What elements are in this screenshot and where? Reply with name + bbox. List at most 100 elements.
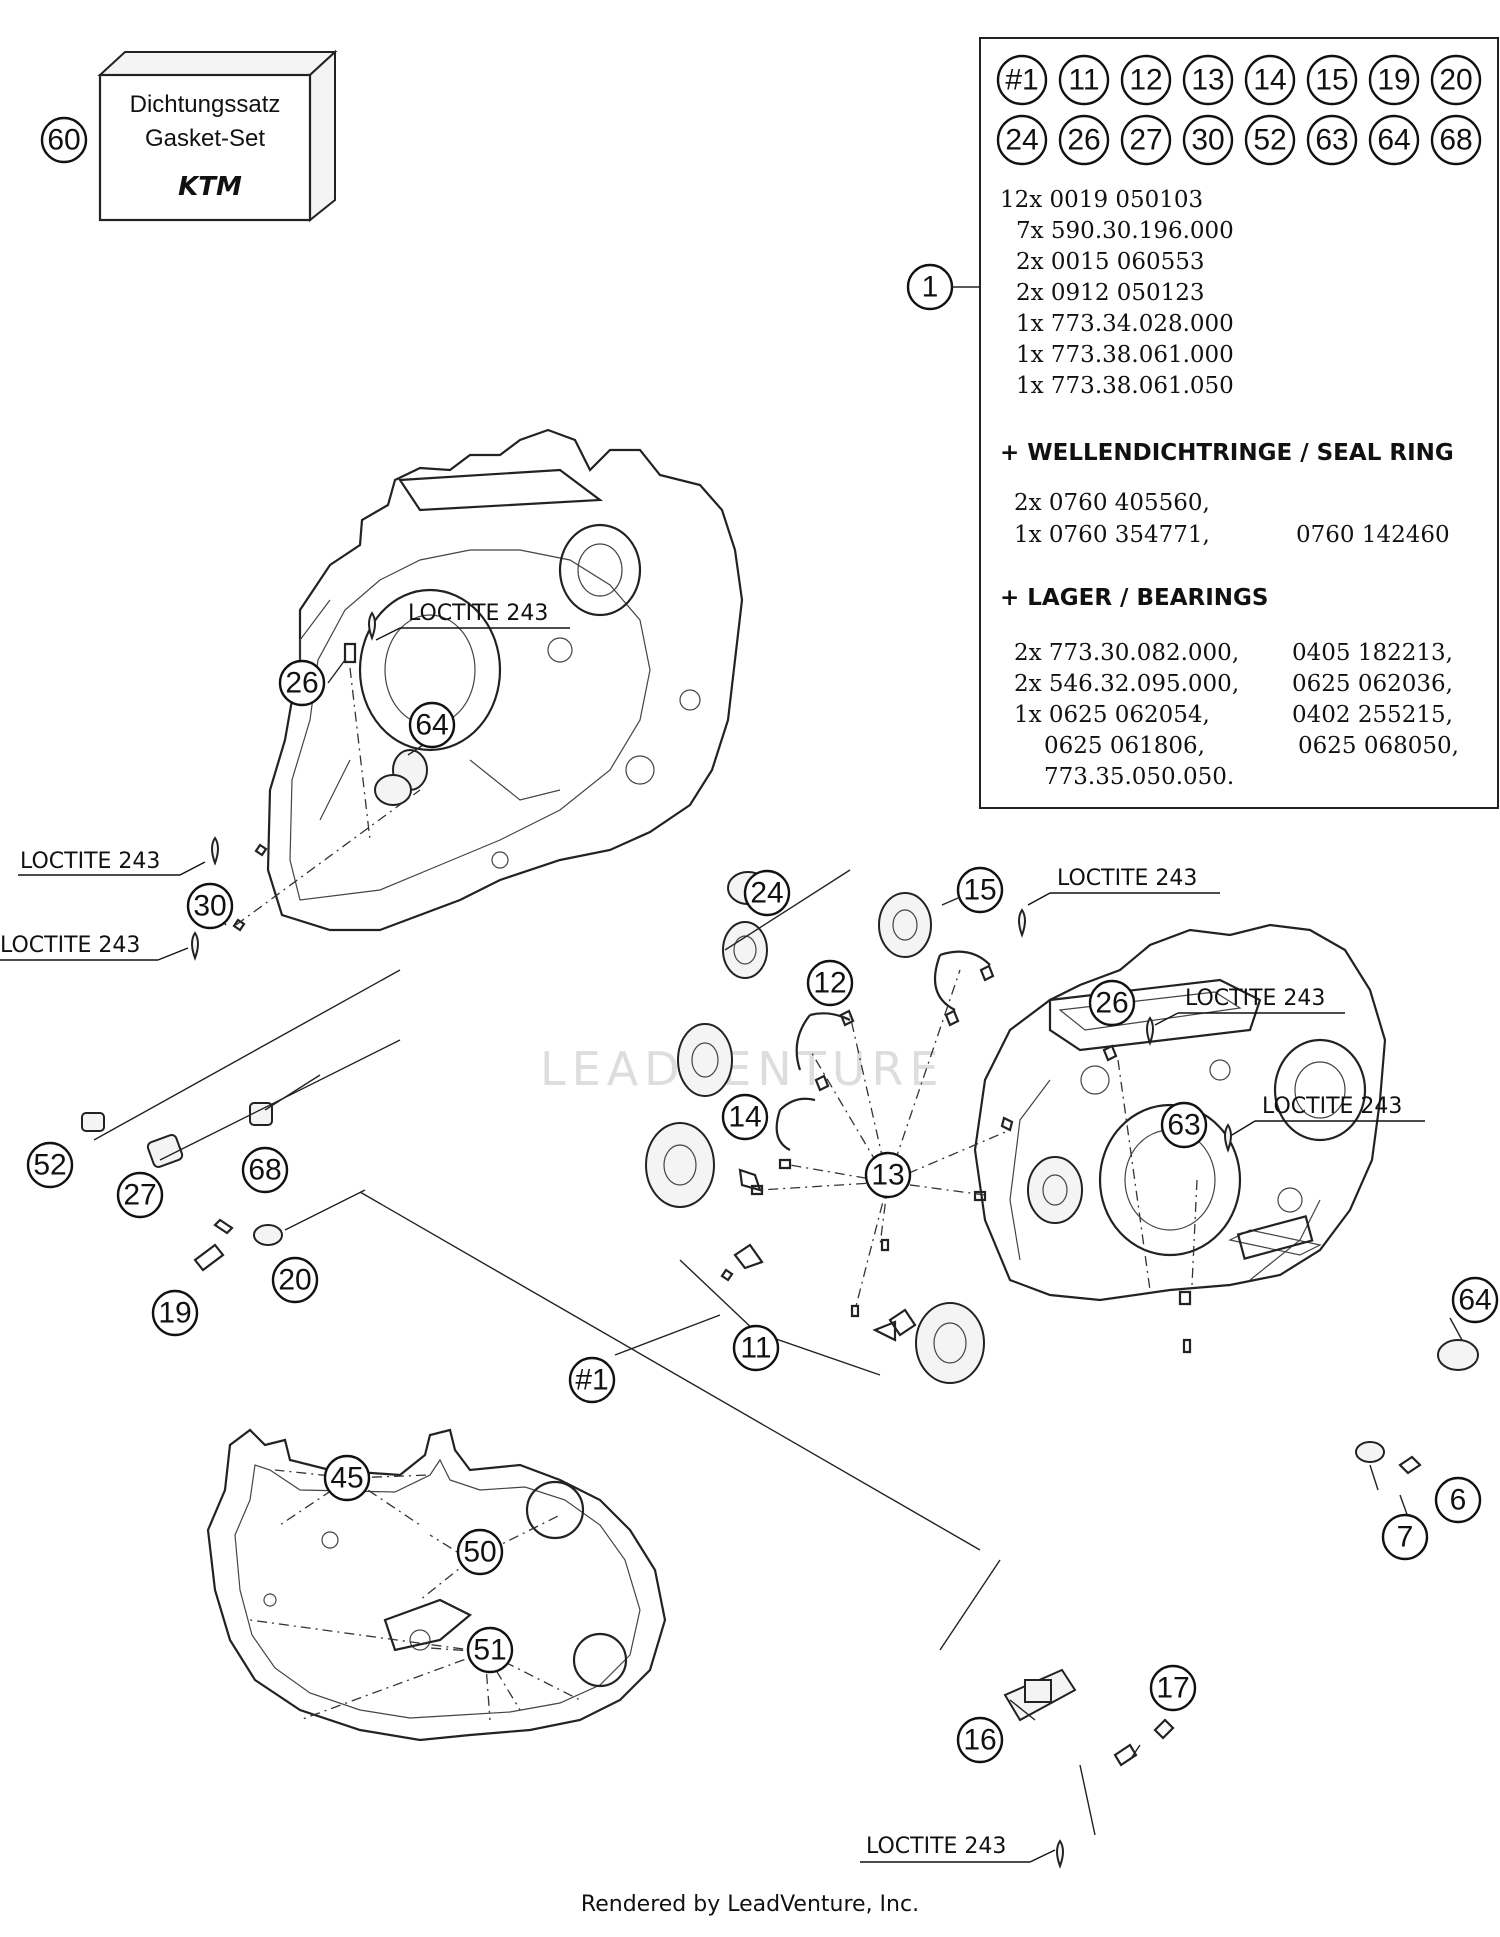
callout-24[interactable]: 24: [743, 869, 791, 917]
svg-text:20: 20: [278, 1264, 311, 1297]
kit-part-line: 7x 590.30.196.000: [1016, 218, 1234, 244]
callout-64[interactable]: 64: [1451, 1276, 1499, 1324]
kit-ref-label: 68: [1439, 124, 1472, 157]
svg-text:64: 64: [415, 709, 448, 742]
seal-ring-line: 0760 142460: [1296, 522, 1450, 548]
kit-ref-circles: #1 11 12 13 14 15 19 20 24 26 27 30 52 63 64 68: [996, 54, 1482, 166]
kit-ref-circle[interactable]: 63: [1306, 114, 1358, 166]
kit-parts-box: [979, 37, 1499, 809]
callout-7[interactable]: 7: [1381, 1513, 1429, 1561]
callout-52[interactable]: 52: [26, 1141, 74, 1189]
kit-ref-label: 20: [1439, 64, 1472, 97]
kit-part-list: 12x 0019 050103 7x 590.30.196.000 2x 001…: [1000, 187, 1459, 790]
kit-ref-label: 14: [1253, 64, 1286, 97]
kit-ref-circle[interactable]: 30: [1182, 114, 1234, 166]
kit-ref-label: 26: [1067, 124, 1100, 157]
callout-50[interactable]: 50: [456, 1528, 504, 1576]
loctite-label: LOCTITE 243: [866, 1834, 1006, 1859]
svg-text:#1: #1: [575, 1364, 608, 1397]
bearing-line: 0405 182213,: [1292, 640, 1453, 666]
footer-credit: Rendered by LeadVenture, Inc.: [580, 1892, 920, 1917]
kit-ref-label: 64: [1377, 124, 1410, 157]
bearing-line: 773.35.050.050.: [1044, 764, 1234, 790]
loctite-label: LOCTITE 243: [1057, 866, 1197, 891]
callout-68[interactable]: 68: [241, 1146, 289, 1194]
svg-text:6: 6: [1450, 1484, 1467, 1517]
callout-11[interactable]: 11: [732, 1324, 780, 1372]
callout-17[interactable]: 17: [1149, 1664, 1197, 1712]
callout-20[interactable]: 20: [271, 1256, 319, 1304]
kit-ref-label: 13: [1191, 64, 1224, 97]
kit-ref-label: 19: [1377, 64, 1410, 97]
kit-ref-circle[interactable]: 15: [1306, 54, 1358, 106]
svg-text:30: 30: [193, 890, 226, 923]
callout-60[interactable]: 60: [40, 116, 88, 164]
kit-ref-circle[interactable]: 26: [1058, 114, 1110, 166]
callout-51[interactable]: 51: [466, 1626, 514, 1674]
svg-text:64: 64: [1458, 1284, 1491, 1317]
callout-16[interactable]: 16: [956, 1716, 1004, 1764]
bearing-line: 0625 068050,: [1298, 733, 1459, 759]
svg-text:51: 51: [473, 1634, 506, 1667]
svg-text:24: 24: [750, 877, 783, 910]
loctite-label: LOCTITE 243: [1185, 986, 1325, 1011]
callout-13[interactable]: 13: [864, 1151, 912, 1199]
loctite-drops: [191, 611, 1232, 1869]
kit-ref-circle[interactable]: 64: [1368, 114, 1420, 166]
kit-ref-label: 15: [1315, 64, 1348, 97]
callout-1[interactable]: 1: [906, 263, 954, 311]
seal-ring-line: 2x 0760 405560,: [1014, 490, 1210, 516]
kit-ref-label: 30: [1191, 124, 1224, 157]
kit-ref-circle[interactable]: 12: [1120, 54, 1172, 106]
kit-part-line: 12x 0019 050103: [1000, 187, 1203, 213]
crankcase-gasket: [206, 1428, 667, 1742]
kit-ref-label: 11: [1068, 64, 1099, 97]
loctite-labels: LOCTITE 243 LOCTITE 243 LOCTITE 243 LOCT…: [0, 601, 1425, 1863]
callout-15[interactable]: 15: [956, 866, 1004, 914]
svg-text:17: 17: [1156, 1672, 1189, 1705]
callout-6[interactable]: 6: [1434, 1476, 1482, 1524]
watermark-text: LEADVENTURE: [540, 1042, 945, 1096]
kit-ref-circle[interactable]: 11: [1058, 54, 1110, 106]
kit-ref-label: 52: [1253, 124, 1286, 157]
svg-text:52: 52: [33, 1149, 66, 1182]
loctite-label: LOCTITE 243: [20, 849, 160, 874]
bearing-line: 2x 773.30.082.000,: [1014, 640, 1239, 666]
callout-64[interactable]: 64: [408, 701, 456, 749]
callout-26[interactable]: 26: [278, 659, 326, 707]
loctite-label: LOCTITE 243: [1262, 1094, 1402, 1119]
svg-text:50: 50: [463, 1536, 496, 1569]
callout-27[interactable]: 27: [116, 1171, 164, 1219]
kit-ref-label: 12: [1129, 64, 1162, 97]
svg-text:13: 13: [871, 1159, 904, 1192]
svg-text:16: 16: [963, 1724, 996, 1757]
bearings-heading: + LAGER / BEARINGS: [1000, 585, 1268, 611]
bearing-line: 0625 062036,: [1292, 671, 1453, 697]
callout-19[interactable]: 19: [151, 1289, 199, 1337]
svg-text:14: 14: [728, 1101, 761, 1134]
callout-12[interactable]: 12: [806, 959, 854, 1007]
callout-30[interactable]: 30: [186, 882, 234, 930]
kit-ref-circle[interactable]: 52: [1244, 114, 1296, 166]
bearing-line: 0625 061806,: [1044, 733, 1205, 759]
callout-1-ref[interactable]: #1: [568, 1356, 616, 1404]
kit-ref-circle[interactable]: 68: [1430, 114, 1482, 166]
svg-text:12: 12: [813, 967, 846, 1000]
kit-ref-circle[interactable]: 24: [996, 114, 1048, 166]
svg-text:27: 27: [123, 1179, 156, 1212]
kit-part-line: 2x 0912 050123: [1016, 280, 1205, 306]
callout-63[interactable]: 63: [1160, 1101, 1208, 1149]
kit-ref-circle[interactable]: 13: [1182, 54, 1234, 106]
callout-14[interactable]: 14: [721, 1093, 769, 1141]
callout-45[interactable]: 45: [323, 1454, 371, 1502]
kit-ref-circle[interactable]: #1: [996, 54, 1048, 106]
kit-ref-circle[interactable]: 27: [1120, 114, 1172, 166]
kit-ref-circle[interactable]: 14: [1244, 54, 1296, 106]
svg-text:7: 7: [1397, 1521, 1414, 1554]
callout-26[interactable]: 26: [1088, 979, 1136, 1027]
kit-ref-circle[interactable]: 19: [1368, 54, 1420, 106]
kit-ref-circle[interactable]: 20: [1430, 54, 1482, 106]
kit-ref-label: 63: [1315, 124, 1348, 157]
kit-ref-label: #1: [1005, 64, 1038, 97]
